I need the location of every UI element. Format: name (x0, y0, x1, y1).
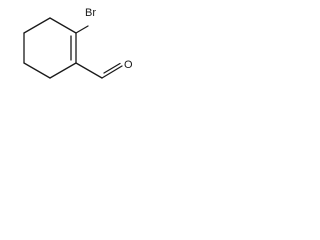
bromine-label: Br (85, 7, 96, 19)
oxygen-label: O (124, 59, 133, 71)
ring-bond-c6-c1 (49, 17, 77, 34)
bond-c-o-second (103, 62, 121, 74)
bond-c-o (101, 65, 123, 79)
ring-bond-c5-c6 (23, 17, 51, 34)
ring-bond-c2-c3 (49, 62, 77, 79)
bond-c1-br (75, 25, 89, 34)
structure-canvas: Br O (0, 0, 150, 93)
bond-c2-cho (75, 62, 103, 79)
ring-bond-c3-c4 (23, 62, 51, 79)
molecule-structure: Br O (23, 7, 133, 79)
